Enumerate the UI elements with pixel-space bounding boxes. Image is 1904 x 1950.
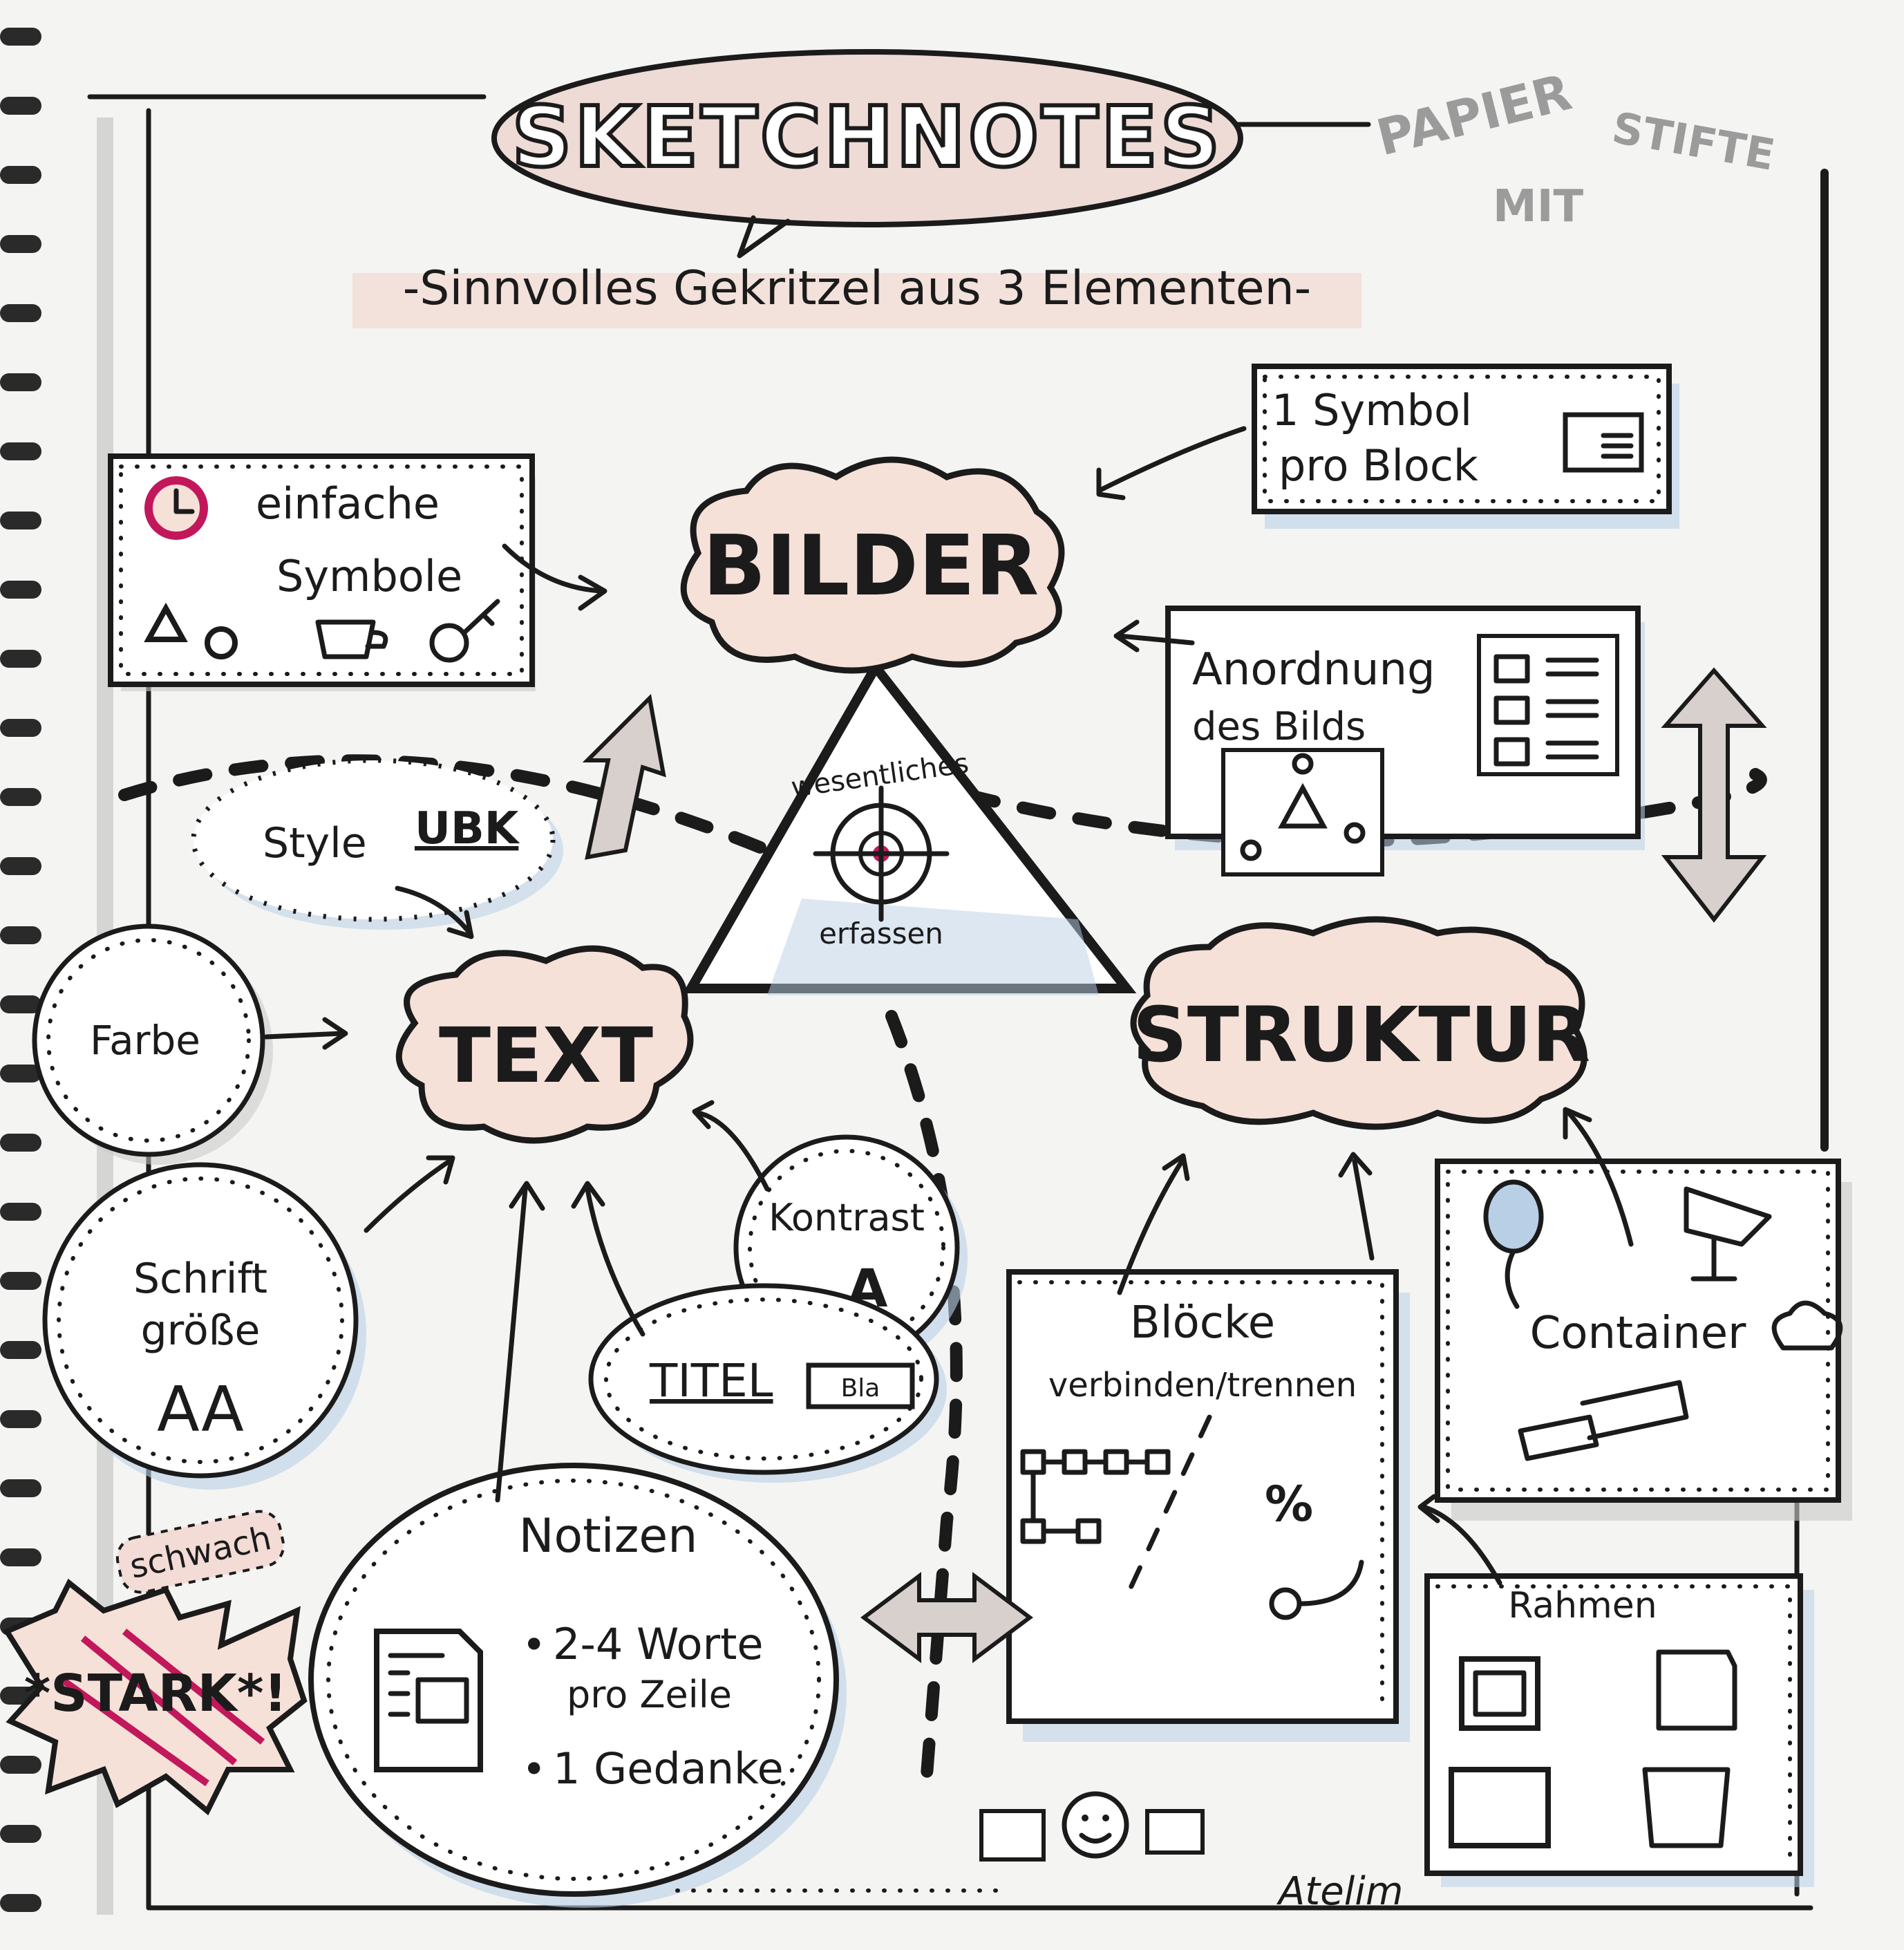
svg-text:des Bilds: des Bilds — [1192, 704, 1366, 749]
svg-text:Symbole: Symbole — [276, 551, 462, 601]
corner-note: PAPIER STIFTE MIT — [1371, 63, 1779, 232]
cloud-icon — [1771, 1300, 1843, 1351]
smiley-icon — [1062, 1791, 1129, 1859]
bubble-schriftgroesse: Schrift größe AA — [42, 1162, 366, 1490]
struktur-label: STRUKTUR — [1133, 991, 1591, 1079]
arrows — [263, 426, 1634, 1586]
svg-text:UBK: UBK — [415, 803, 520, 854]
double-arrows — [582, 667, 1767, 1663]
svg-text:Bla: Bla — [841, 1374, 880, 1403]
svg-text:Blöcke: Blöcke — [1130, 1297, 1275, 1349]
card-icon — [1563, 412, 1644, 473]
flag-icon-right — [1145, 1809, 1205, 1855]
balloon-icon — [1483, 1179, 1544, 1254]
center-triangle: wesentliches erfassen — [682, 658, 1137, 995]
flag-icon-left — [979, 1809, 1046, 1862]
sign-icon — [1684, 1186, 1772, 1282]
svg-text:Rahmen: Rahmen — [1508, 1585, 1657, 1626]
badge-schwach: schwach — [115, 1510, 285, 1594]
svg-text:PAPIER: PAPIER — [1371, 63, 1577, 167]
bubble-farbe: Farbe — [32, 924, 273, 1165]
box-bloecke: Blöcke verbinden/trennen % — [1006, 1269, 1410, 1742]
text-label: TEXT — [439, 1011, 653, 1100]
bubble-style: Style UBK — [191, 758, 563, 930]
key-icon — [429, 599, 500, 663]
signature: Atelim — [1276, 1869, 1403, 1914]
svg-text:STIFTE: STIFTE — [1608, 102, 1778, 180]
svg-text:TITEL: TITEL — [649, 1354, 773, 1407]
page-subtitle: -Sinnvolles Gekritzel aus 3 Elementen- — [403, 261, 1311, 316]
bilder-cloud: BILDER — [680, 456, 1065, 674]
svg-text:pro Block: pro Block — [1279, 440, 1478, 491]
divider-dashes — [1124, 1414, 1212, 1600]
triangle-icon — [144, 602, 188, 642]
svg-text:Style: Style — [263, 819, 367, 868]
svg-text:pro Zeile: pro Zeile — [567, 1673, 732, 1716]
slash-symbol: % — [1265, 1476, 1313, 1532]
triangle-bottom-text: erfassen — [819, 917, 943, 950]
page-title: SKETCHNOTES — [512, 90, 1223, 186]
connected-blocks-icon — [1020, 1449, 1171, 1544]
svg-text:einfache: einfache — [256, 478, 440, 529]
svg-text:Notizen: Notizen — [519, 1509, 698, 1564]
spiral-binding — [0, 28, 41, 1912]
box-einfache-symbole: einfache Symbole — [108, 453, 536, 691]
bilder-label: BILDER — [703, 518, 1039, 615]
svg-text:größe: größe — [141, 1306, 261, 1355]
bullet-1: • — [522, 1621, 546, 1669]
bottom-figures — [675, 1791, 1205, 1893]
bubble-notizen: Notizen • 2-4 Worte pro Zeile • 1 Gedank… — [308, 1463, 847, 1908]
svg-text:2-4 Worte: 2-4 Worte — [553, 1619, 764, 1669]
svg-text:Anordnung: Anordnung — [1192, 644, 1435, 695]
bubble-titel: TITEL Bla — [588, 1283, 947, 1483]
svg-text:MIT: MIT — [1493, 181, 1584, 232]
ribbon-icon — [1518, 1380, 1689, 1461]
frame-icon-2 — [1656, 1649, 1737, 1731]
svg-text:Container: Container — [1530, 1308, 1746, 1359]
box-symbol-pro-block: 1 Symbol pro Block — [1252, 364, 1679, 529]
badge-stark: *STARK*! — [3, 1578, 308, 1816]
box-rahmen: Rahmen — [1424, 1573, 1814, 1887]
frame-icon-3 — [1449, 1767, 1551, 1848]
text-cloud: TEXT — [395, 945, 694, 1144]
cup-icon — [315, 619, 388, 659]
subtitle-highlight — [352, 273, 1361, 328]
svg-text:Schrift: Schrift — [133, 1255, 267, 1303]
svg-text:Farbe: Farbe — [90, 1017, 200, 1064]
title-bubble: SKETCHNOTES — [491, 49, 1243, 259]
svg-text:Kontrast: Kontrast — [769, 1196, 925, 1239]
box-anordnung: Anordnung des Bilds — [1165, 606, 1645, 876]
struktur-cloud: STRUKTUR — [1130, 916, 1591, 1130]
svg-text:1 Gedanke: 1 Gedanke — [553, 1743, 784, 1794]
circle-icon — [205, 626, 238, 659]
notes-document-icon — [374, 1629, 483, 1772]
svg-text:AA: AA — [157, 1374, 244, 1446]
box-container: Container — [1435, 1159, 1852, 1521]
svg-text:1 Symbol: 1 Symbol — [1272, 385, 1472, 435]
svg-text:*STARK*!: *STARK*! — [24, 1664, 288, 1723]
bullet-2: • — [522, 1745, 546, 1794]
frame-icon-4 — [1642, 1767, 1731, 1848]
svg-text:verbinden/trennen: verbinden/trennen — [1048, 1366, 1357, 1405]
